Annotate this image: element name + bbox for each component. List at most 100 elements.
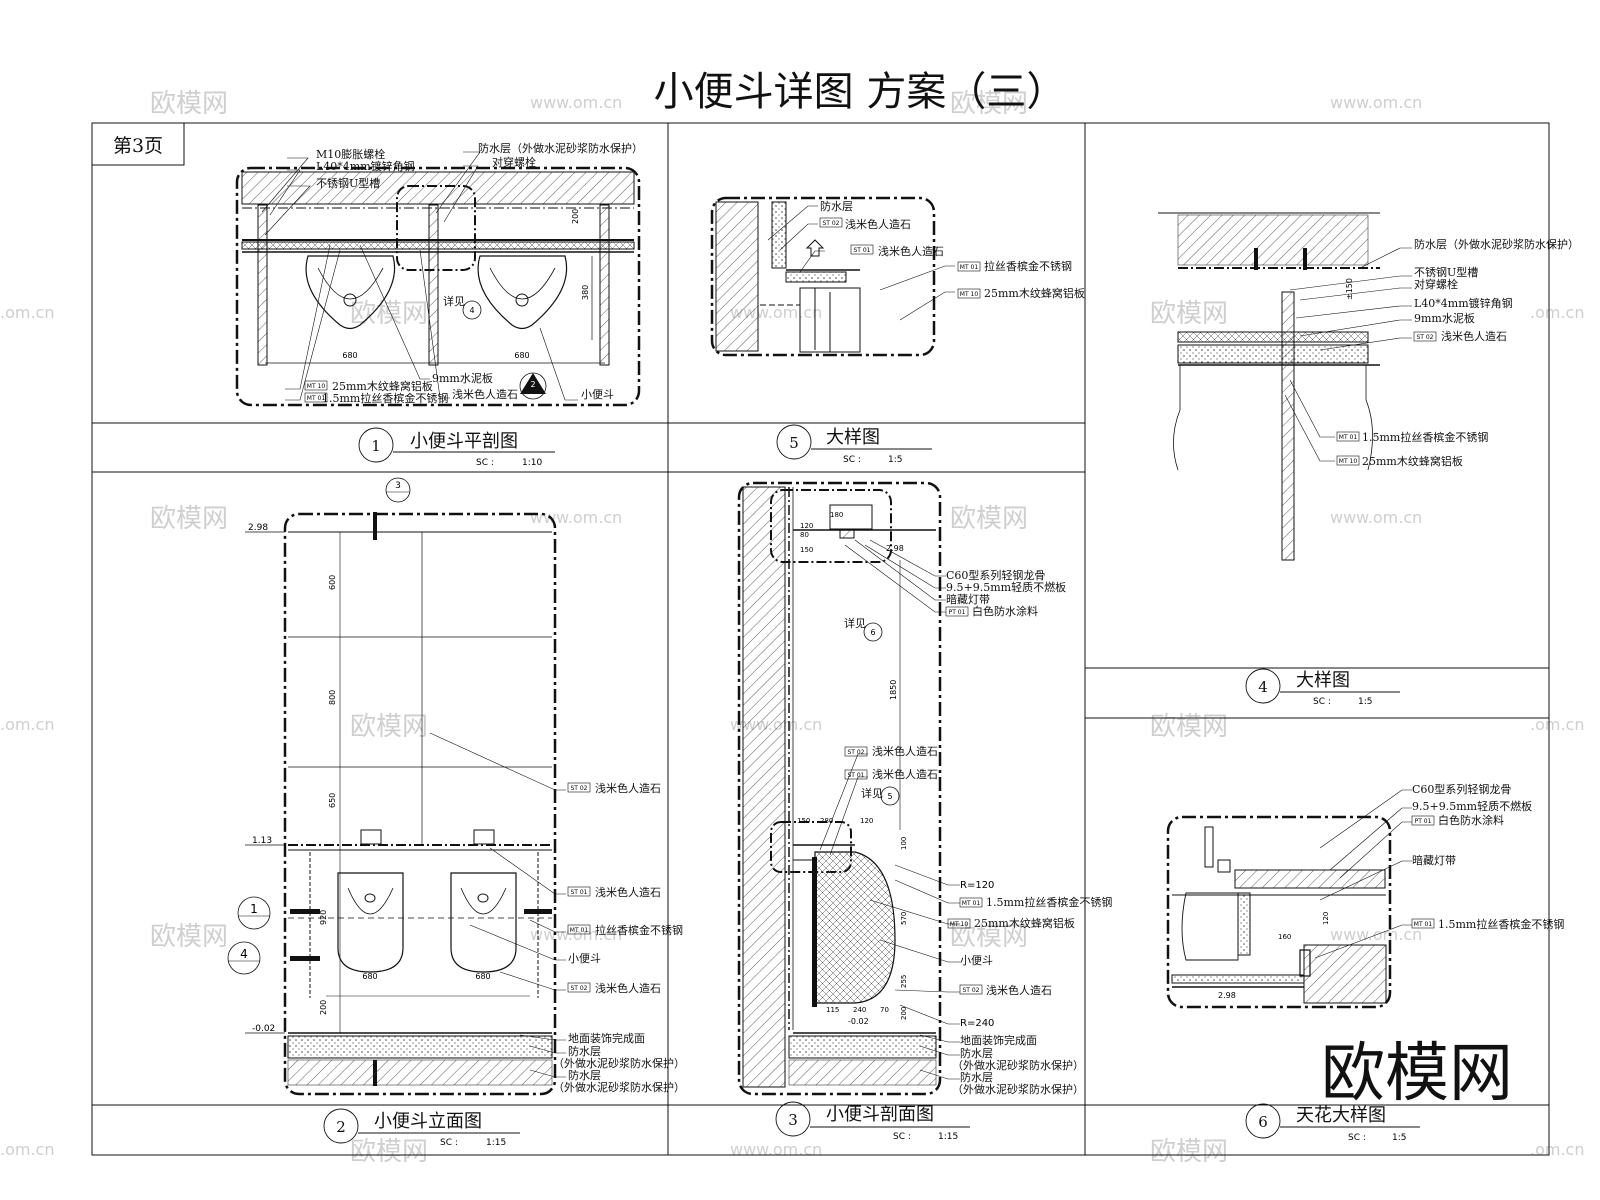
level-mark: 2.98 (1218, 991, 1236, 1000)
floor-layer (788, 1035, 937, 1059)
panel-number: 6 (1258, 1113, 1268, 1131)
brand-watermark: 欧模网 (1321, 1037, 1513, 1111)
arrow-up-icon (805, 239, 825, 257)
panel-elevation: 600 800 650 920 200 680 680 2.98 1.13 -0… (227, 477, 685, 1148)
label: 小便斗 (581, 388, 614, 401)
label: 25mm木纹蜂窝铝板 (984, 286, 1085, 300)
dim-label: 150 (800, 546, 813, 554)
label: 防水层 (820, 199, 853, 213)
label: L40*4mm镀锌角钢 (316, 159, 415, 173)
panel-number-bubble (358, 427, 394, 463)
material-tag: MT 10 (960, 291, 979, 298)
scale-label: SC : (440, 1138, 458, 1148)
wall-hatch (1303, 944, 1387, 1004)
urinal-front (450, 872, 517, 973)
label: R=120 (960, 880, 994, 891)
detail-callout (770, 821, 852, 873)
dim-label: ±150 (1345, 278, 1354, 300)
label: 地面装饰完成面 (568, 1031, 645, 1045)
label: 浅米色人造石 (872, 744, 938, 758)
scale-label: SC : (893, 1132, 911, 1142)
label: 防水层 (568, 1044, 601, 1058)
label: 对穿螺栓 (492, 155, 536, 169)
watermark-url: .om.cn (1530, 303, 1584, 322)
dim-label: 180 (830, 511, 843, 519)
dim-label: 100 (900, 837, 908, 850)
scale-label: SC : (1313, 697, 1331, 707)
material-tag: ST 02 (847, 749, 864, 756)
label: 1.5mm拉丝香槟金不锈钢 (986, 895, 1112, 909)
scale-value: 1:5 (1358, 697, 1372, 707)
ceiling-board (1234, 869, 1386, 889)
section-marker-num: 2 (530, 380, 535, 389)
panel-title: 小便斗剖面图 (826, 1104, 934, 1125)
watermark: 欧模网 (350, 299, 428, 329)
material-tag: ST 02 (570, 785, 587, 792)
dim-label: 80 (800, 531, 809, 539)
panel-title: 天花大样图 (1296, 1105, 1386, 1126)
dim-label: 70 (880, 1006, 889, 1014)
material-tag: MT 10 (1339, 458, 1358, 465)
dim-label: 1850 (889, 680, 898, 700)
label: 防水层 (960, 1046, 993, 1060)
label: 暗藏灯带 (1412, 853, 1456, 867)
label: 防水层（外做水泥砂浆防水保护） (478, 141, 643, 155)
label: （外做水泥砂浆防水保护） (952, 1058, 1084, 1072)
label: 25mm木纹蜂窝铝板 (332, 379, 433, 393)
section-bubble (227, 941, 261, 975)
detail-boundary (710, 196, 936, 357)
post (257, 204, 268, 366)
material-tag: MT 10 (950, 921, 969, 928)
label: 浅米色人造石 (845, 217, 911, 231)
dim-label: 600 (328, 575, 337, 590)
panel-number: 5 (789, 434, 799, 452)
material-tag: ST 01 (570, 889, 587, 896)
panel-number-bubble (1245, 1103, 1281, 1139)
dim-label: 680 (362, 972, 377, 981)
panel-title: 小便斗立面图 (374, 1111, 482, 1132)
dim-label: 200 (571, 209, 580, 224)
panel-ceiling-detail: 160 120 2.98 C60型系列轻钢龙骨 9.5+9.5mm轻质不燃板 P… (1166, 782, 1564, 1143)
label: C60型系列轻钢龙骨 (1412, 782, 1511, 796)
label: 暗藏灯带 (946, 592, 990, 606)
material-tag: ST 02 (962, 987, 979, 994)
detail-ref: 详见 (861, 786, 883, 800)
dim-label: 380 (581, 285, 590, 300)
level-mark: 2.98 (248, 523, 268, 533)
dim-label: 200 (900, 1007, 908, 1020)
label: 白色防水涂料 (972, 604, 1038, 618)
dim-label: 120 (1322, 912, 1330, 925)
scale-label: SC : (843, 455, 861, 465)
watermark-url: www.om.cn (1330, 508, 1422, 527)
panel-number: 1 (371, 437, 381, 455)
label: 1.5mm拉丝香槟金不锈钢 (1362, 430, 1488, 444)
stone-layer (1177, 331, 1369, 343)
material-tag: ST 01 (847, 772, 864, 779)
material-tag: ST 02 (1416, 334, 1433, 341)
label: 浅米色人造石 (595, 885, 661, 899)
dim-label: 280 (820, 817, 833, 825)
watermark: 欧模网 (350, 712, 428, 742)
watermark-url: www.om.cn (530, 925, 622, 944)
label: 25mm木纹蜂窝铝板 (1362, 454, 1463, 468)
watermark-url: www.om.cn (530, 93, 622, 112)
detail-boundary (235, 166, 641, 407)
material-tag: ST 02 (822, 220, 839, 227)
material-tag: MT 01 (307, 395, 326, 402)
label: R=240 (960, 1018, 994, 1029)
watermark-url: .om.cn (1530, 715, 1584, 734)
watermark-url: .om.cn (0, 1140, 54, 1159)
dim-label: 255 (900, 975, 908, 988)
scale-value: 1:15 (486, 1138, 506, 1148)
panel-number-bubble (775, 1101, 811, 1137)
material-tag: PT 01 (1415, 818, 1432, 825)
label: 浅米色人造石 (452, 387, 518, 401)
dim-label: 680 (514, 351, 529, 360)
watermark: 欧模网 (950, 504, 1028, 534)
scale-value: 1:10 (522, 458, 542, 468)
panel-number: 4 (1258, 678, 1268, 696)
label: 9mm水泥板 (432, 371, 493, 385)
page-label-box (91, 122, 185, 166)
level-mark: -0.02 (252, 1024, 275, 1034)
